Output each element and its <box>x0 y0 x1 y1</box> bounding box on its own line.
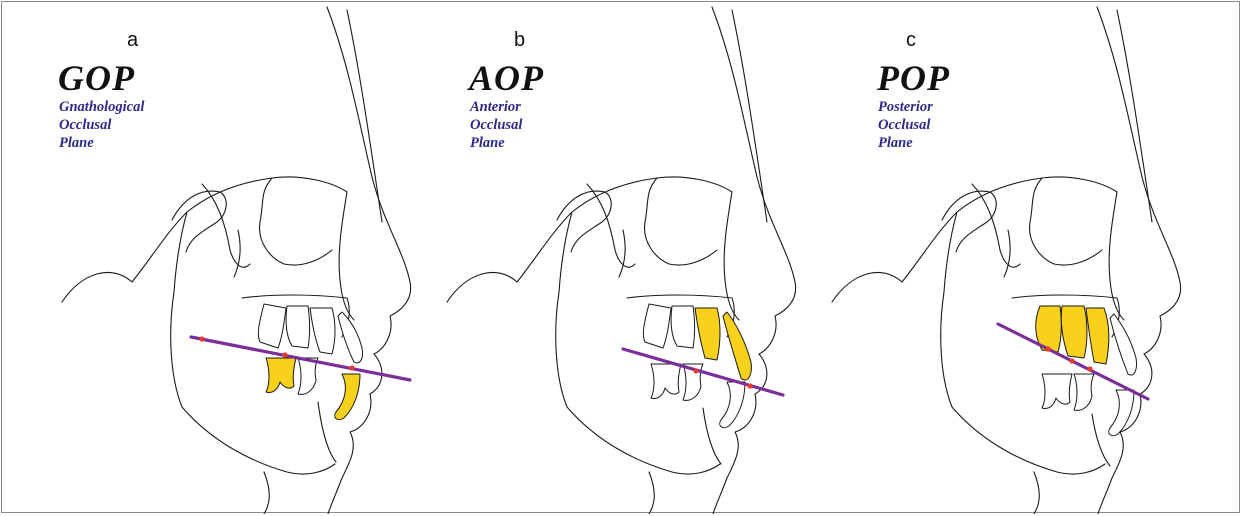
landmark-point <box>1045 346 1050 351</box>
landmark-point <box>199 336 204 341</box>
cephalometric-tracing <box>2 2 416 514</box>
upper-premolar <box>695 308 720 360</box>
lower-first-molar <box>266 358 296 393</box>
occlusal-plane-line <box>623 349 783 395</box>
panel-b: b AOP Anterior Occlusal Plane <box>387 2 801 514</box>
upper-first-molar <box>1061 306 1087 358</box>
lower-dentition <box>266 358 360 462</box>
landmark-point <box>747 383 752 388</box>
cephalometric-tracing <box>387 2 801 514</box>
landmark-point <box>349 365 354 370</box>
landmark-point <box>1087 366 1092 371</box>
upper-incisor <box>723 312 751 380</box>
landmark-point <box>693 368 698 373</box>
panel-c: c POP Posterior Occlusal Plane <box>772 2 1186 514</box>
landmark-point <box>1069 358 1074 363</box>
panel-a: a GOP Gnathological Occlusal Plane <box>2 2 416 514</box>
skull-outline <box>447 177 739 514</box>
upper-premolar <box>1086 308 1109 364</box>
lower-dentition <box>1042 374 1134 466</box>
skull-outline <box>62 177 354 514</box>
landmark-point <box>282 352 287 357</box>
lower-incisor <box>335 374 360 420</box>
cephalometric-tracing <box>772 2 1186 514</box>
